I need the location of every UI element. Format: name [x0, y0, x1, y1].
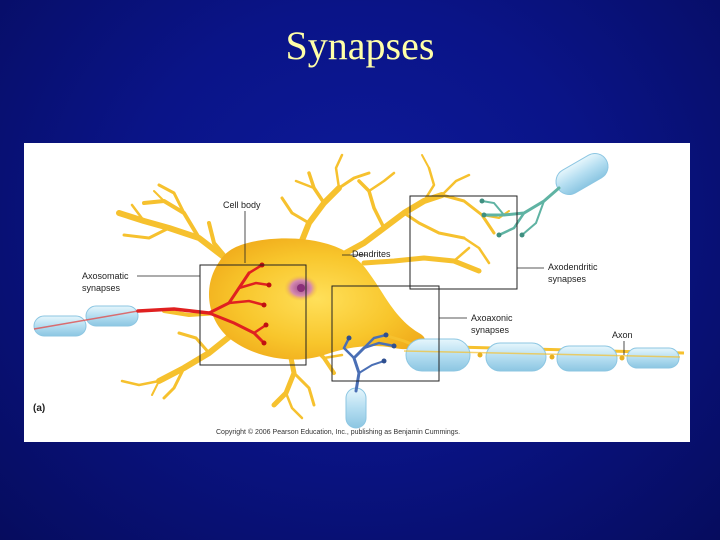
cell-body [209, 238, 425, 359]
label-axoaxonic-line1: Axoaxonic [471, 313, 513, 323]
label-axoaxonic-line2: synapses [471, 325, 510, 335]
label-axosomatic-line2: synapses [82, 283, 121, 293]
label-axosomatic-line1: Axosomatic [82, 271, 129, 281]
nucleolus [297, 284, 305, 292]
label-axodendritic-line2: synapses [548, 274, 587, 284]
main-axon [384, 335, 684, 371]
panel-label: (a) [33, 403, 45, 414]
slide-title: Synapses [0, 22, 720, 69]
label-cell-body: Cell body [223, 200, 261, 210]
label-axodendritic-line1: Axodendritic [548, 262, 598, 272]
axodendritic-axon [480, 149, 613, 238]
neuron-diagram-panel: Cell body Dendrites Axosomatic synapses … [24, 143, 690, 442]
neuron-diagram: Cell body Dendrites Axosomatic synapses … [24, 143, 690, 442]
copyright-text: Copyright © 2006 Pearson Education, Inc.… [216, 428, 460, 436]
label-axon: Axon [612, 330, 633, 340]
label-dendrites: Dendrites [352, 249, 391, 259]
